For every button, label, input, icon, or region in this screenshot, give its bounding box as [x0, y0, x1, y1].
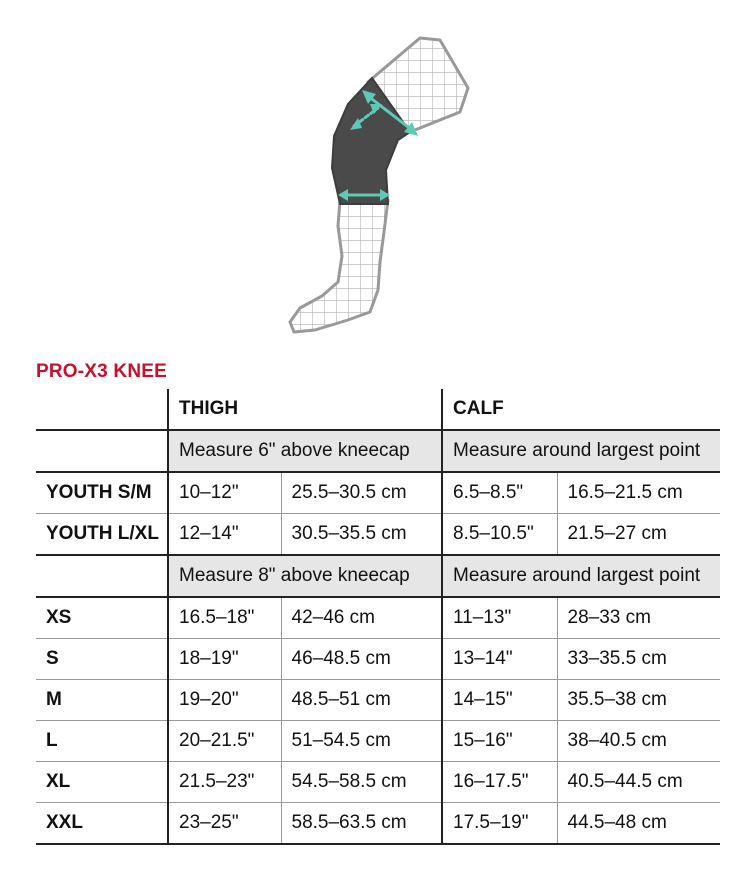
- calf-cm: 44.5–48 cm: [556, 802, 721, 845]
- thigh-inches: 20–21.5": [167, 720, 281, 762]
- size-header: [36, 389, 168, 431]
- thigh-cm: 51–54.5 cm: [280, 720, 443, 762]
- size-label: S: [36, 638, 168, 680]
- size-chart-table: THIGH CALF Measure 6" above kneecap Meas…: [36, 389, 721, 845]
- calf-header: CALF: [441, 389, 721, 431]
- thigh-cm: 42–46 cm: [280, 597, 443, 639]
- size-label: YOUTH S/M: [36, 472, 168, 514]
- calf-cm: 28–33 cm: [556, 597, 721, 639]
- thigh-cm: 54.5–58.5 cm: [280, 761, 443, 803]
- calf-cm: 40.5–44.5 cm: [556, 761, 721, 803]
- thigh-header: THIGH: [166, 389, 443, 431]
- leg-knee-sleeve-illustration: [288, 36, 470, 334]
- thigh-inches: 23–25": [167, 802, 281, 845]
- calf-instruction: Measure around largest point: [441, 430, 721, 473]
- calf-cm: 21.5–27 cm: [556, 513, 721, 556]
- thigh-inches: 19–20": [167, 679, 281, 721]
- thigh-inches: 16.5–18": [167, 597, 281, 639]
- calf-cm: 38–40.5 cm: [556, 720, 721, 762]
- size-label: M: [36, 679, 168, 721]
- table-row: XXL 23–25" 58.5–63.5 cm 17.5–19" 44.5–48…: [36, 802, 721, 845]
- thigh-cm: 30.5–35.5 cm: [280, 513, 443, 556]
- thigh-inches: 21.5–23": [167, 761, 281, 803]
- table-row: YOUTH S/M 10–12" 25.5–30.5 cm 6.5–8.5" 1…: [36, 472, 721, 514]
- knee-sleeve: [331, 77, 411, 205]
- table-row: XL 21.5–23" 54.5–58.5 cm 16–17.5" 40.5–4…: [36, 761, 721, 803]
- thigh-cm: 48.5–51 cm: [280, 679, 443, 721]
- thigh-cm: 25.5–30.5 cm: [280, 472, 443, 514]
- thigh-cm: 58.5–63.5 cm: [280, 802, 443, 845]
- calf-inches: 14–15": [441, 679, 558, 721]
- calf-inches: 13–14": [441, 638, 558, 680]
- size-label: XL: [36, 761, 168, 803]
- measurement-arrows-icon: [338, 90, 418, 201]
- thigh-inches: 10–12": [167, 472, 281, 514]
- header-row: THIGH CALF: [36, 389, 721, 431]
- table-row: L 20–21.5" 51–54.5 cm 15–16" 38–40.5 cm: [36, 720, 721, 762]
- calf-cm: 16.5–21.5 cm: [556, 472, 721, 514]
- instruction-row: Measure 6" above kneecap Measure around …: [36, 430, 721, 473]
- calf-inches: 15–16": [441, 720, 558, 762]
- size-label: YOUTH L/XL: [36, 513, 168, 556]
- calf-cm: 35.5–38 cm: [556, 679, 721, 721]
- table-row: XS 16.5–18" 42–46 cm 11–13" 28–33 cm: [36, 597, 721, 639]
- thigh-instruction: Measure 6" above kneecap: [166, 430, 443, 473]
- calf-inches: 17.5–19": [441, 802, 558, 845]
- calf-cm: 33–35.5 cm: [556, 638, 721, 680]
- lower-leg-wireframe: [288, 198, 390, 334]
- table-row: M 19–20" 48.5–51 cm 14–15" 35.5–38 cm: [36, 679, 721, 721]
- table-row: S 18–19" 46–48.5 cm 13–14" 33–35.5 cm: [36, 638, 721, 680]
- calf-inches: 8.5–10.5": [441, 513, 558, 556]
- thigh-inches: 12–14": [167, 513, 281, 556]
- calf-inches: 6.5–8.5": [441, 472, 558, 514]
- calf-inches: 16–17.5": [441, 761, 558, 803]
- size-label: L: [36, 720, 168, 762]
- table-row: YOUTH L/XL 12–14" 30.5–35.5 cm 8.5–10.5"…: [36, 513, 721, 556]
- size-label: XXL: [36, 802, 168, 845]
- thigh-cm: 46–48.5 cm: [280, 638, 443, 680]
- thigh-instruction: Measure 8" above kneecap: [166, 555, 443, 598]
- calf-instruction: Measure around largest point: [441, 555, 721, 598]
- thigh-inches: 18–19": [167, 638, 281, 680]
- calf-inches: 11–13": [441, 597, 558, 639]
- instruction-row: Measure 8" above kneecap Measure around …: [36, 555, 721, 598]
- table-title: PRO-X3 KNEE: [36, 361, 168, 382]
- size-label: XS: [36, 597, 168, 639]
